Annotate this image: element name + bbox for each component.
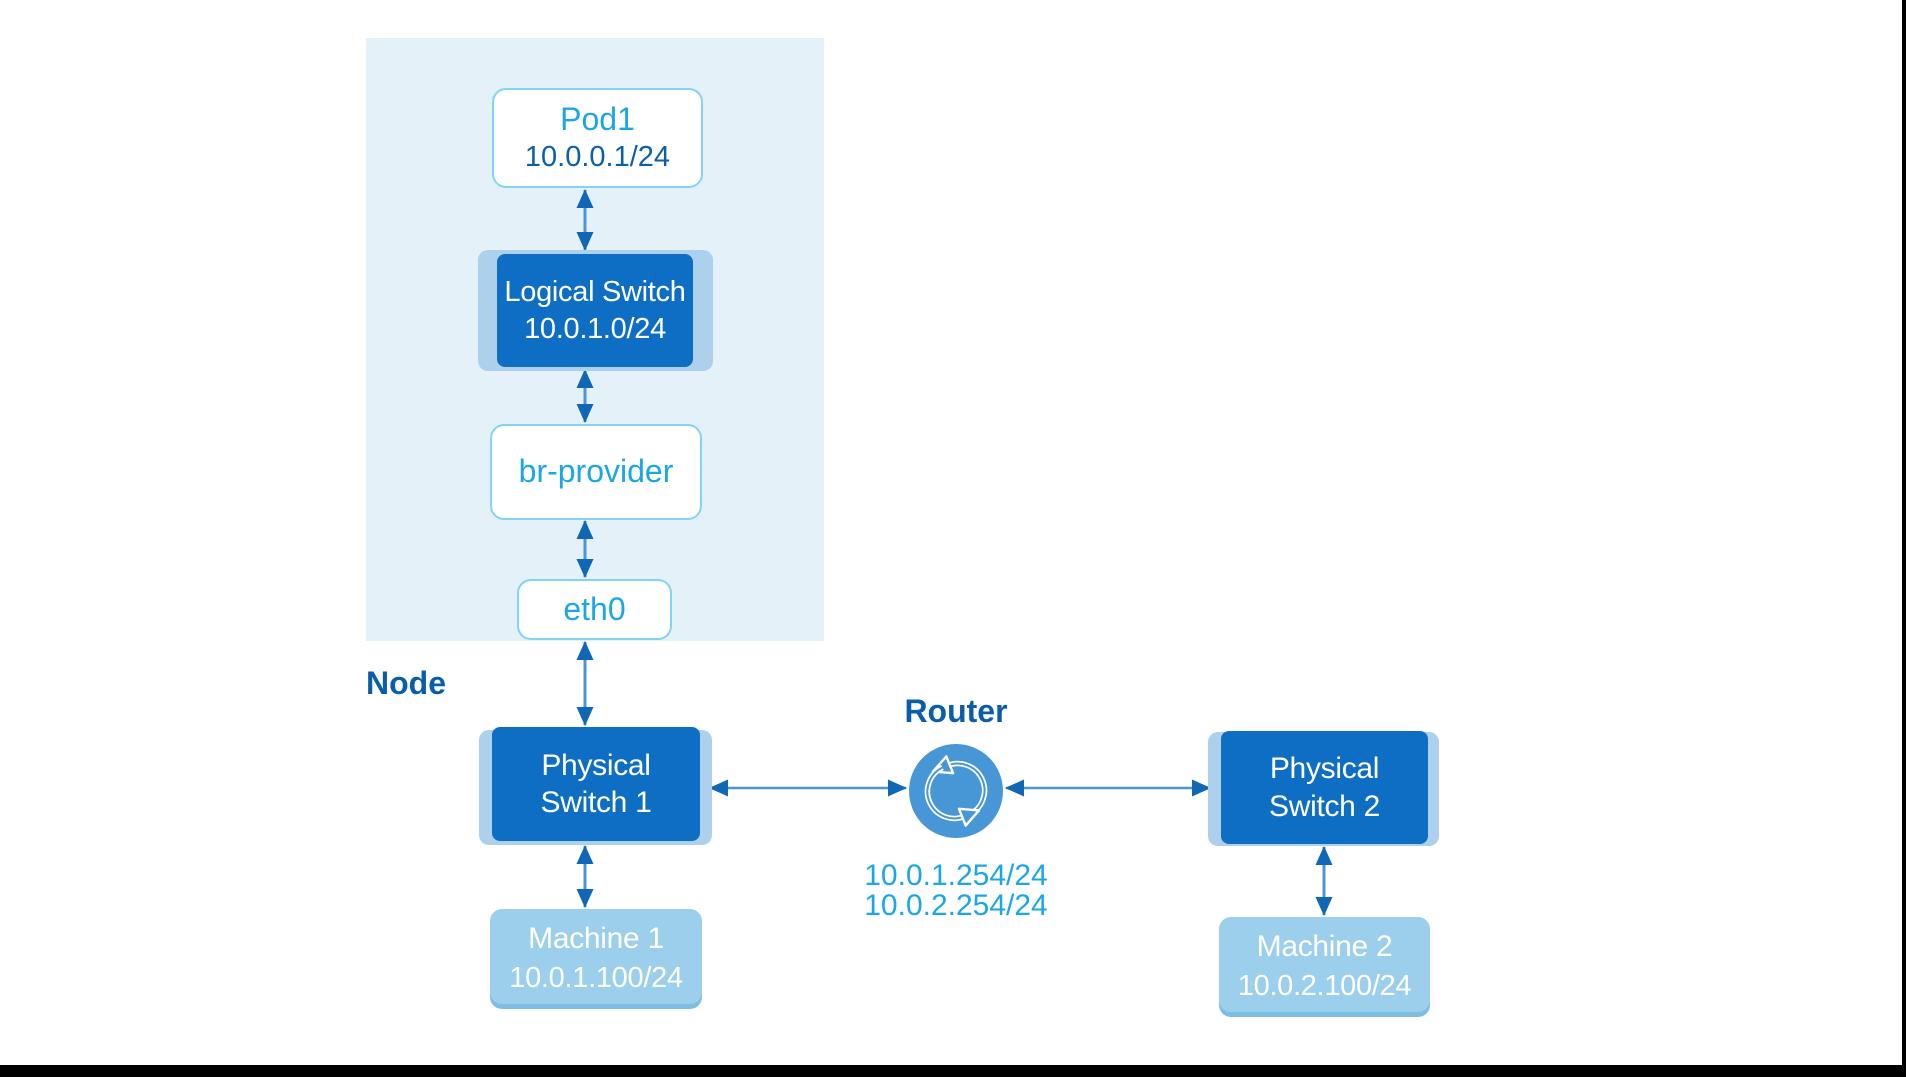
eth0-box: eth0 [517, 579, 672, 640]
node-group-label: Node [366, 665, 446, 701]
router-ip-list: 10.0.1.254/24 10.0.2.254/24 [836, 861, 1076, 921]
physical-switch-1-box: Physical Switch 1 [492, 727, 700, 841]
physical-switch-2-name: Physical Switch 2 [1269, 752, 1380, 823]
physical-switch-1-name: Physical Switch 1 [540, 748, 652, 820]
bottom-edge-bar [0, 1065, 1906, 1077]
pod1-ip: 10.0.0.1/24 [524, 141, 671, 174]
router-ip-2: 10.0.2.254/24 [864, 889, 1048, 922]
eth0-name: eth0 [563, 590, 626, 627]
logical-switch-name: Logical Switch [504, 276, 686, 309]
logical-switch-box: Logical Switch 10.0.1.0/24 [497, 254, 693, 367]
br-provider-name: br-provider [518, 453, 674, 490]
pod1-name: Pod1 [560, 101, 635, 138]
physical-switch-2-box: Physical Switch 2 [1221, 731, 1428, 844]
machine-1-ip: 10.0.1.100/24 [509, 961, 683, 994]
right-edge-bar [1902, 0, 1906, 1077]
router-label: Router [904, 693, 1008, 729]
machine-2-name: Machine 2 [1256, 930, 1393, 964]
br-provider-box: br-provider [490, 424, 702, 520]
machine-2-box: Machine 2 10.0.2.100/24 [1219, 917, 1430, 1012]
router-ip-1: 10.0.1.254/24 [864, 859, 1048, 892]
machine-1-box: Machine 1 10.0.1.100/24 [490, 909, 702, 1004]
machine-2-ip: 10.0.2.100/24 [1237, 969, 1412, 1002]
pod1-box: Pod1 10.0.0.1/24 [492, 88, 703, 188]
machine-1-name: Machine 1 [528, 922, 664, 956]
logical-switch-subnet: 10.0.1.0/24 [524, 312, 666, 345]
cycle-arrows-icon [909, 744, 1003, 838]
